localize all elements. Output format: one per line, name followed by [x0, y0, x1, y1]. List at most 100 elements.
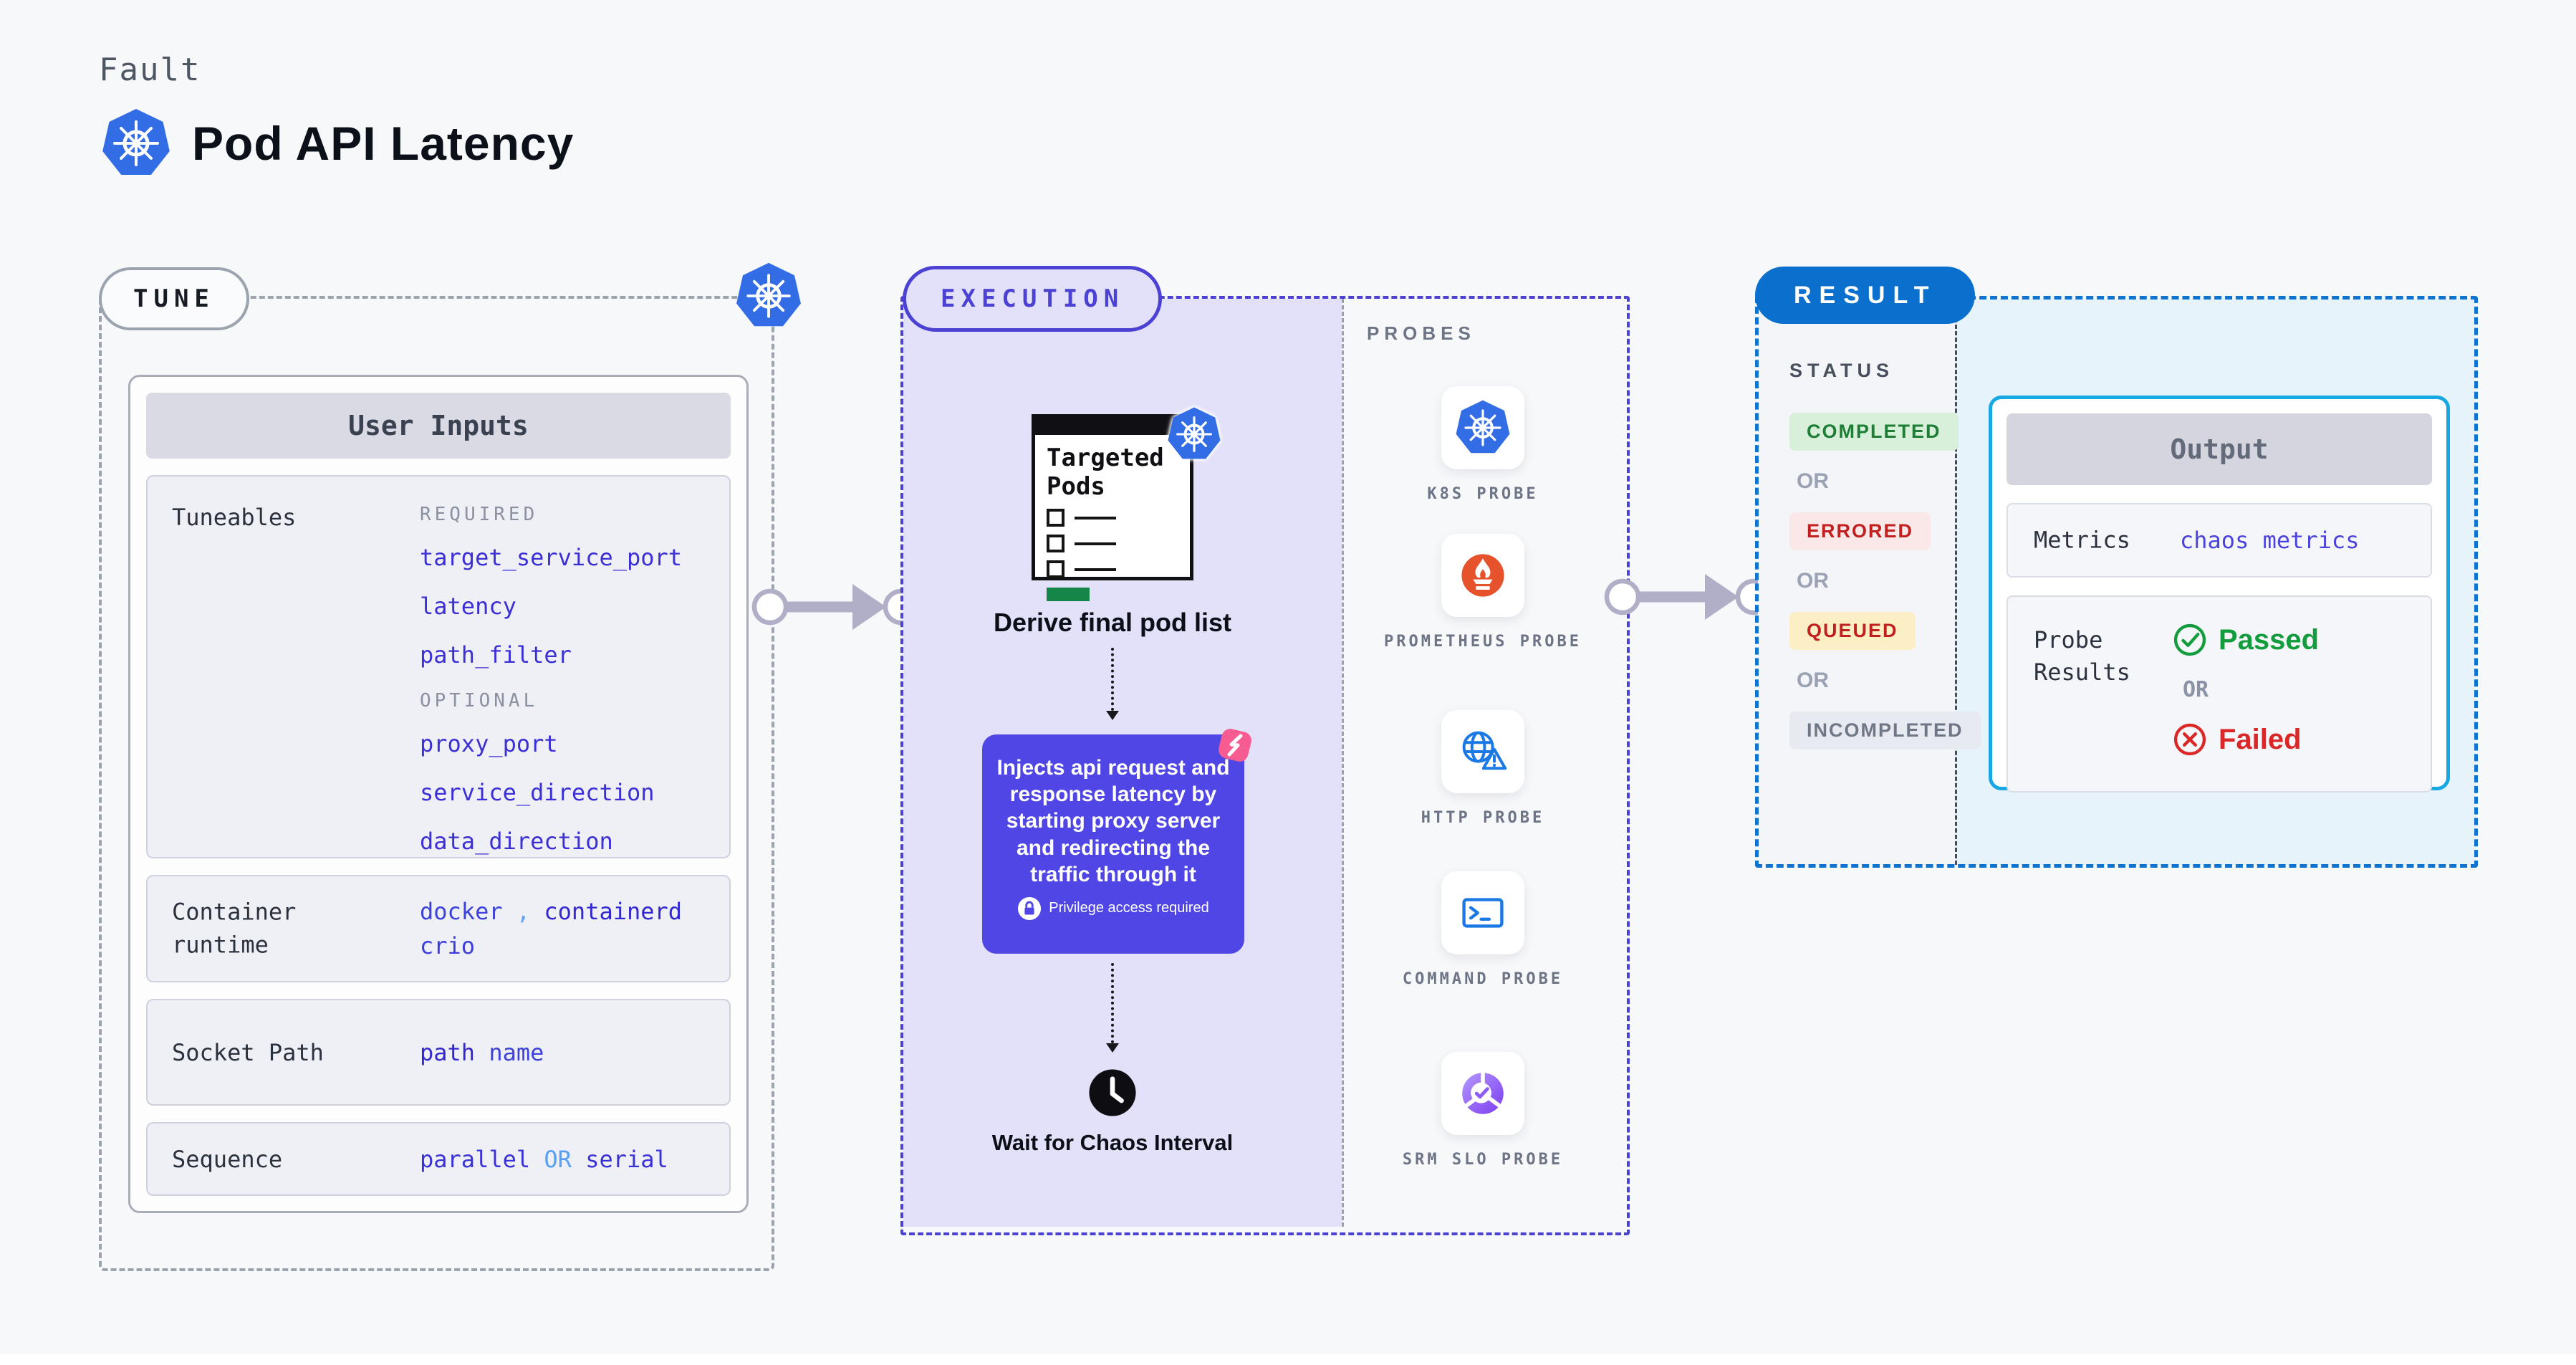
probe-card-k8s-probe: [1441, 386, 1524, 469]
flow-arrow-execution-to-result: [1604, 574, 1772, 620]
probe-result-passed: Passed: [2171, 621, 2319, 658]
prometheus-icon: [1454, 547, 1512, 604]
status-badge-queued: QUEUED: [1789, 612, 1916, 650]
targeted-pods-title: Targeted Pods: [1047, 444, 1164, 502]
result-section-box: [1755, 296, 2478, 868]
container-runtime-values: docker , containerd crio: [420, 891, 682, 967]
arrowhead-icon: [1106, 1043, 1119, 1053]
checkbox-icon: [1047, 560, 1064, 579]
privilege-note: Privilege access required: [995, 896, 1231, 921]
clock-icon: [1086, 1066, 1139, 1119]
wait-chaos-interval-caption: Wait for Chaos Interval: [991, 1130, 1234, 1155]
srm-slo-icon: [1454, 1065, 1512, 1122]
targeted-pods-graphic: Targeted Pods: [1032, 407, 1221, 602]
metrics-value: chaos metrics: [2180, 527, 2360, 554]
value-token: ,: [502, 898, 544, 925]
metrics-row: Metrics chaos metrics: [2007, 503, 2432, 578]
tune-section-pill: TUNE: [99, 267, 249, 330]
dotted-arrow: [1111, 963, 1114, 1043]
page-title: Pod API Latency: [192, 117, 575, 170]
tuneable-value: proxy_port: [420, 730, 558, 757]
status-or-separator: OR: [1797, 569, 1829, 593]
probe-result-failed: Failed: [2171, 721, 2319, 758]
execution-section-pill: EXECUTION: [903, 266, 1163, 332]
inject-description: Injects api request and response latency…: [996, 756, 1230, 886]
probe-label: K8S PROBE: [1427, 485, 1539, 503]
probe-card-srm-slo-probe: [1441, 1052, 1524, 1135]
value-token: docker: [420, 898, 503, 925]
sequence-values: parallel OR serial: [420, 1139, 668, 1180]
pod-list-item: [1047, 535, 1181, 553]
probes-divider: [1342, 299, 1344, 1227]
output-header: Output: [2007, 413, 2432, 485]
socket-path-values: path name: [420, 1032, 544, 1073]
flow-arrow-tune-to-execution: [751, 584, 919, 630]
tuneables-label: Tuneables: [172, 504, 297, 531]
user-inputs-header: User Inputs: [146, 393, 731, 459]
probe-label: HTTP PROBE: [1421, 809, 1545, 827]
command-terminal-icon: [1454, 884, 1512, 942]
dotted-arrow: [1111, 648, 1114, 711]
status-or-separator: OR: [1797, 469, 1829, 493]
kubernetes-icon: [734, 262, 803, 330]
metrics-label: Metrics: [2034, 526, 2130, 554]
value-line: parallel OR serial: [420, 1146, 668, 1173]
value-token: OR: [544, 1145, 572, 1173]
user-inputs-card: User Inputs Tuneables REQUIRED target_ser…: [128, 375, 749, 1213]
footer-strip: [0, 1354, 2576, 1365]
probe-result-or: OR: [2183, 677, 2209, 702]
x-circle-icon: [2171, 721, 2209, 758]
passed-label: Passed: [2219, 623, 2320, 656]
status-badge-list: COMPLETED OR ERRORED OR QUEUED OR INCOMPLETED: [1789, 413, 1981, 749]
value-token: serial: [571, 1145, 668, 1173]
status-badge-completed: COMPLETED: [1789, 413, 1959, 451]
probe-label: COMMAND PROBE: [1402, 970, 1564, 988]
status-heading: STATUS: [1789, 360, 1894, 381]
probe-results-label: Probe Results: [2034, 626, 2130, 686]
output-card: Output Metrics chaos metrics Probe Resul…: [1989, 396, 2450, 792]
lock-icon: [1017, 896, 1042, 921]
checkbox-icon: [1047, 535, 1064, 553]
tuneables-section-heading: OPTIONAL: [420, 690, 539, 712]
tuneable-value: latency: [420, 593, 516, 620]
tuneable-value: data_direction: [420, 828, 613, 855]
status-badge-errored: ERRORED: [1789, 512, 1931, 550]
probe-card-http-probe: [1441, 710, 1524, 793]
status-badge-incompleted: INCOMPLETED: [1789, 712, 1981, 749]
sequence-label: Sequence: [172, 1145, 283, 1173]
check-circle-icon: [2171, 621, 2209, 658]
targeted-pods-titlebar: [1035, 418, 1190, 435]
value-line: docker , containerd: [420, 898, 682, 925]
value-token: crio: [420, 932, 476, 959]
tuneable-value: target_service_port: [420, 544, 683, 571]
probe-card-command-probe: [1441, 871, 1524, 954]
value-token: parallel: [420, 1145, 544, 1173]
probes-heading: PROBES: [1367, 322, 1476, 344]
container-runtime-row: Container runtime docker , containerd cri…: [146, 875, 731, 982]
result-status-panel: [1758, 299, 1955, 865]
progress-bar: [1047, 588, 1090, 602]
value-line: path name: [420, 1039, 544, 1066]
chaos-logo-icon: [1213, 724, 1256, 767]
pod-list-item: [1047, 560, 1181, 579]
execution-section-box: [900, 296, 1630, 1235]
tuneable-value: path_filter: [420, 641, 572, 669]
kubernetes-icon: [1166, 406, 1222, 462]
value-token: name: [489, 1038, 544, 1066]
status-or-separator: OR: [1797, 669, 1829, 692]
kubernetes-icon: [1454, 399, 1512, 456]
value-token: path: [420, 1038, 489, 1066]
derive-pod-list-caption: Derive final pod list: [993, 608, 1232, 637]
http-globe-icon: [1454, 723, 1512, 780]
tuneables-section-heading: REQUIRED: [420, 504, 539, 525]
probe-label: SRM SLO PROBE: [1402, 1151, 1564, 1169]
value-line: crio: [420, 932, 682, 959]
pod-list-item: [1047, 509, 1181, 527]
fault-eyebrow: Fault: [99, 52, 201, 88]
socket-path-row: Socket Path path name: [146, 999, 731, 1106]
container-runtime-label: Container runtime: [172, 898, 297, 959]
kubernetes-icon: [100, 107, 172, 179]
